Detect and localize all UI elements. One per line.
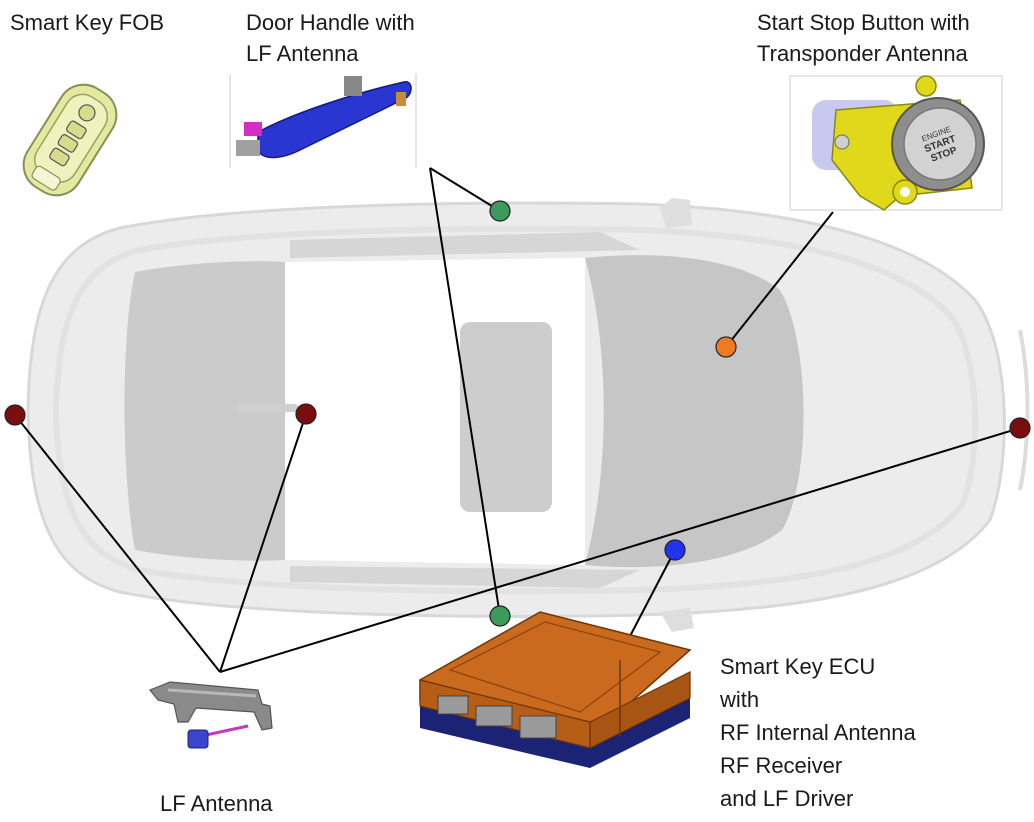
start-stop-marker xyxy=(715,336,737,358)
smart-key-ecu-icon xyxy=(419,611,692,768)
markers xyxy=(4,200,1031,627)
car-top-view-icon xyxy=(26,198,1030,632)
label-smart-key-fob: Smart Key FOB xyxy=(10,10,165,35)
lf-antenna-marker-center xyxy=(295,403,317,425)
sunroof xyxy=(460,322,552,512)
door-handle-marker-bottom xyxy=(489,605,511,627)
mirror-bottom xyxy=(660,608,694,632)
ecu-marker xyxy=(664,539,686,561)
door-handle-icon xyxy=(229,74,417,168)
label-start-stop: Start Stop Button with Transponder Anten… xyxy=(757,10,970,66)
label-smart-key-ecu: Smart Key ECU with RF Internal Antenna R… xyxy=(720,654,916,811)
rear-window xyxy=(124,261,286,561)
connector-lines xyxy=(14,167,1021,673)
lf-antenna-icon xyxy=(149,681,273,749)
door-handle-marker-top xyxy=(489,200,511,222)
mirror-top xyxy=(660,198,692,228)
lf-antenna-marker-front xyxy=(1009,417,1031,439)
label-door-handle: Door Handle with LF Antenna xyxy=(246,10,415,66)
label-lf-antenna: LF Antenna xyxy=(160,791,273,816)
start-stop-button-icon: ENGINE START STOP xyxy=(789,75,1003,211)
smart-key-fob-icon xyxy=(22,83,118,197)
lf-antenna-marker-rear xyxy=(4,404,26,426)
windshield xyxy=(585,255,804,568)
